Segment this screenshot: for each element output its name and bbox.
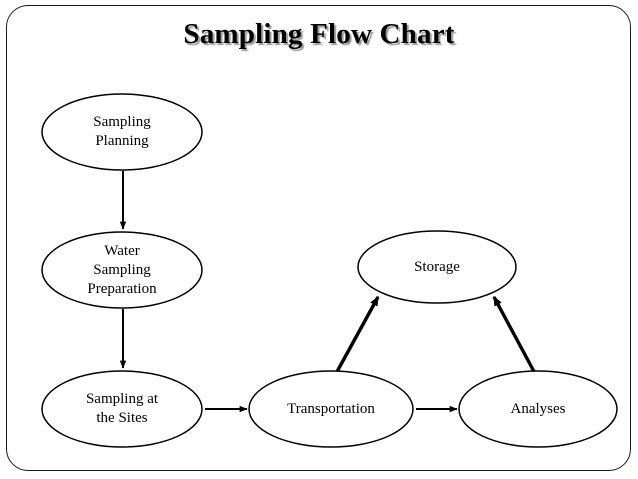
node-water-sampling-prep[interactable] [41, 231, 203, 309]
node-sampling-planning[interactable] [41, 93, 203, 171]
node-layer [41, 93, 618, 448]
node-storage[interactable] [357, 230, 517, 304]
edge-analyses-to-storage [492, 295, 540, 380]
page-title: Sampling Flow Chart [183, 18, 455, 50]
edge-transportation-to-storage [331, 295, 380, 380]
edge-layer [119, 171, 540, 413]
node-analyses[interactable] [458, 370, 618, 448]
node-transportation[interactable] [248, 370, 414, 448]
node-sampling-at-the-sites[interactable] [41, 370, 203, 448]
